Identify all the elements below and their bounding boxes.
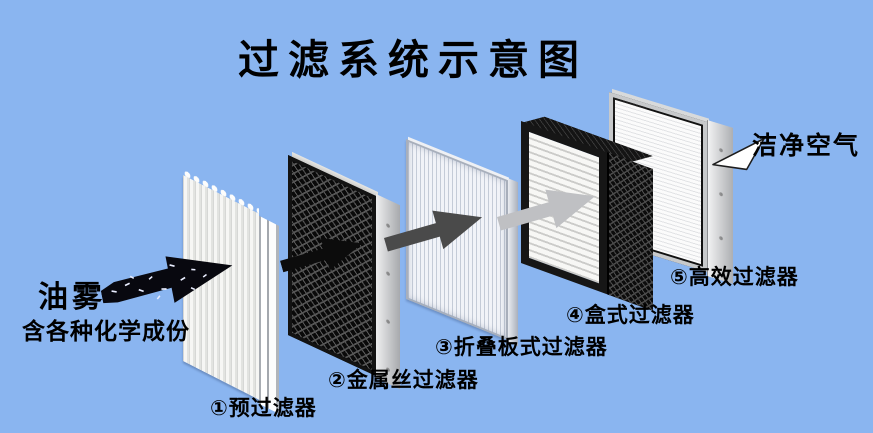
oil-mist-description: 含各种化学成份 [22,319,190,345]
label-hepa-filter: ⑤高效过滤器 [670,265,799,289]
flow-arrow-2-3-icon [384,210,483,252]
clean-air-label: 洁净空气 [752,131,861,160]
label-metal-wire-filter: ②金属丝过滤器 [328,368,479,392]
oil-mist-label: 油雾 [38,280,106,315]
page-title: 过滤系统示意图 [238,36,588,84]
flow-arrow-1-2-icon [280,237,363,273]
box-filter-side-mesh [607,152,653,312]
label-pre-filter: ①预过滤器 [210,396,317,420]
label-box-filter: ④盒式过滤器 [566,303,695,327]
label-pleated-panel-filter: ③折叠板式过滤器 [435,335,608,359]
clean-air-arrow-icon [712,137,765,171]
oil-mist-arrow-icon [100,256,233,304]
flow-arrow-3-4-icon [497,189,596,231]
